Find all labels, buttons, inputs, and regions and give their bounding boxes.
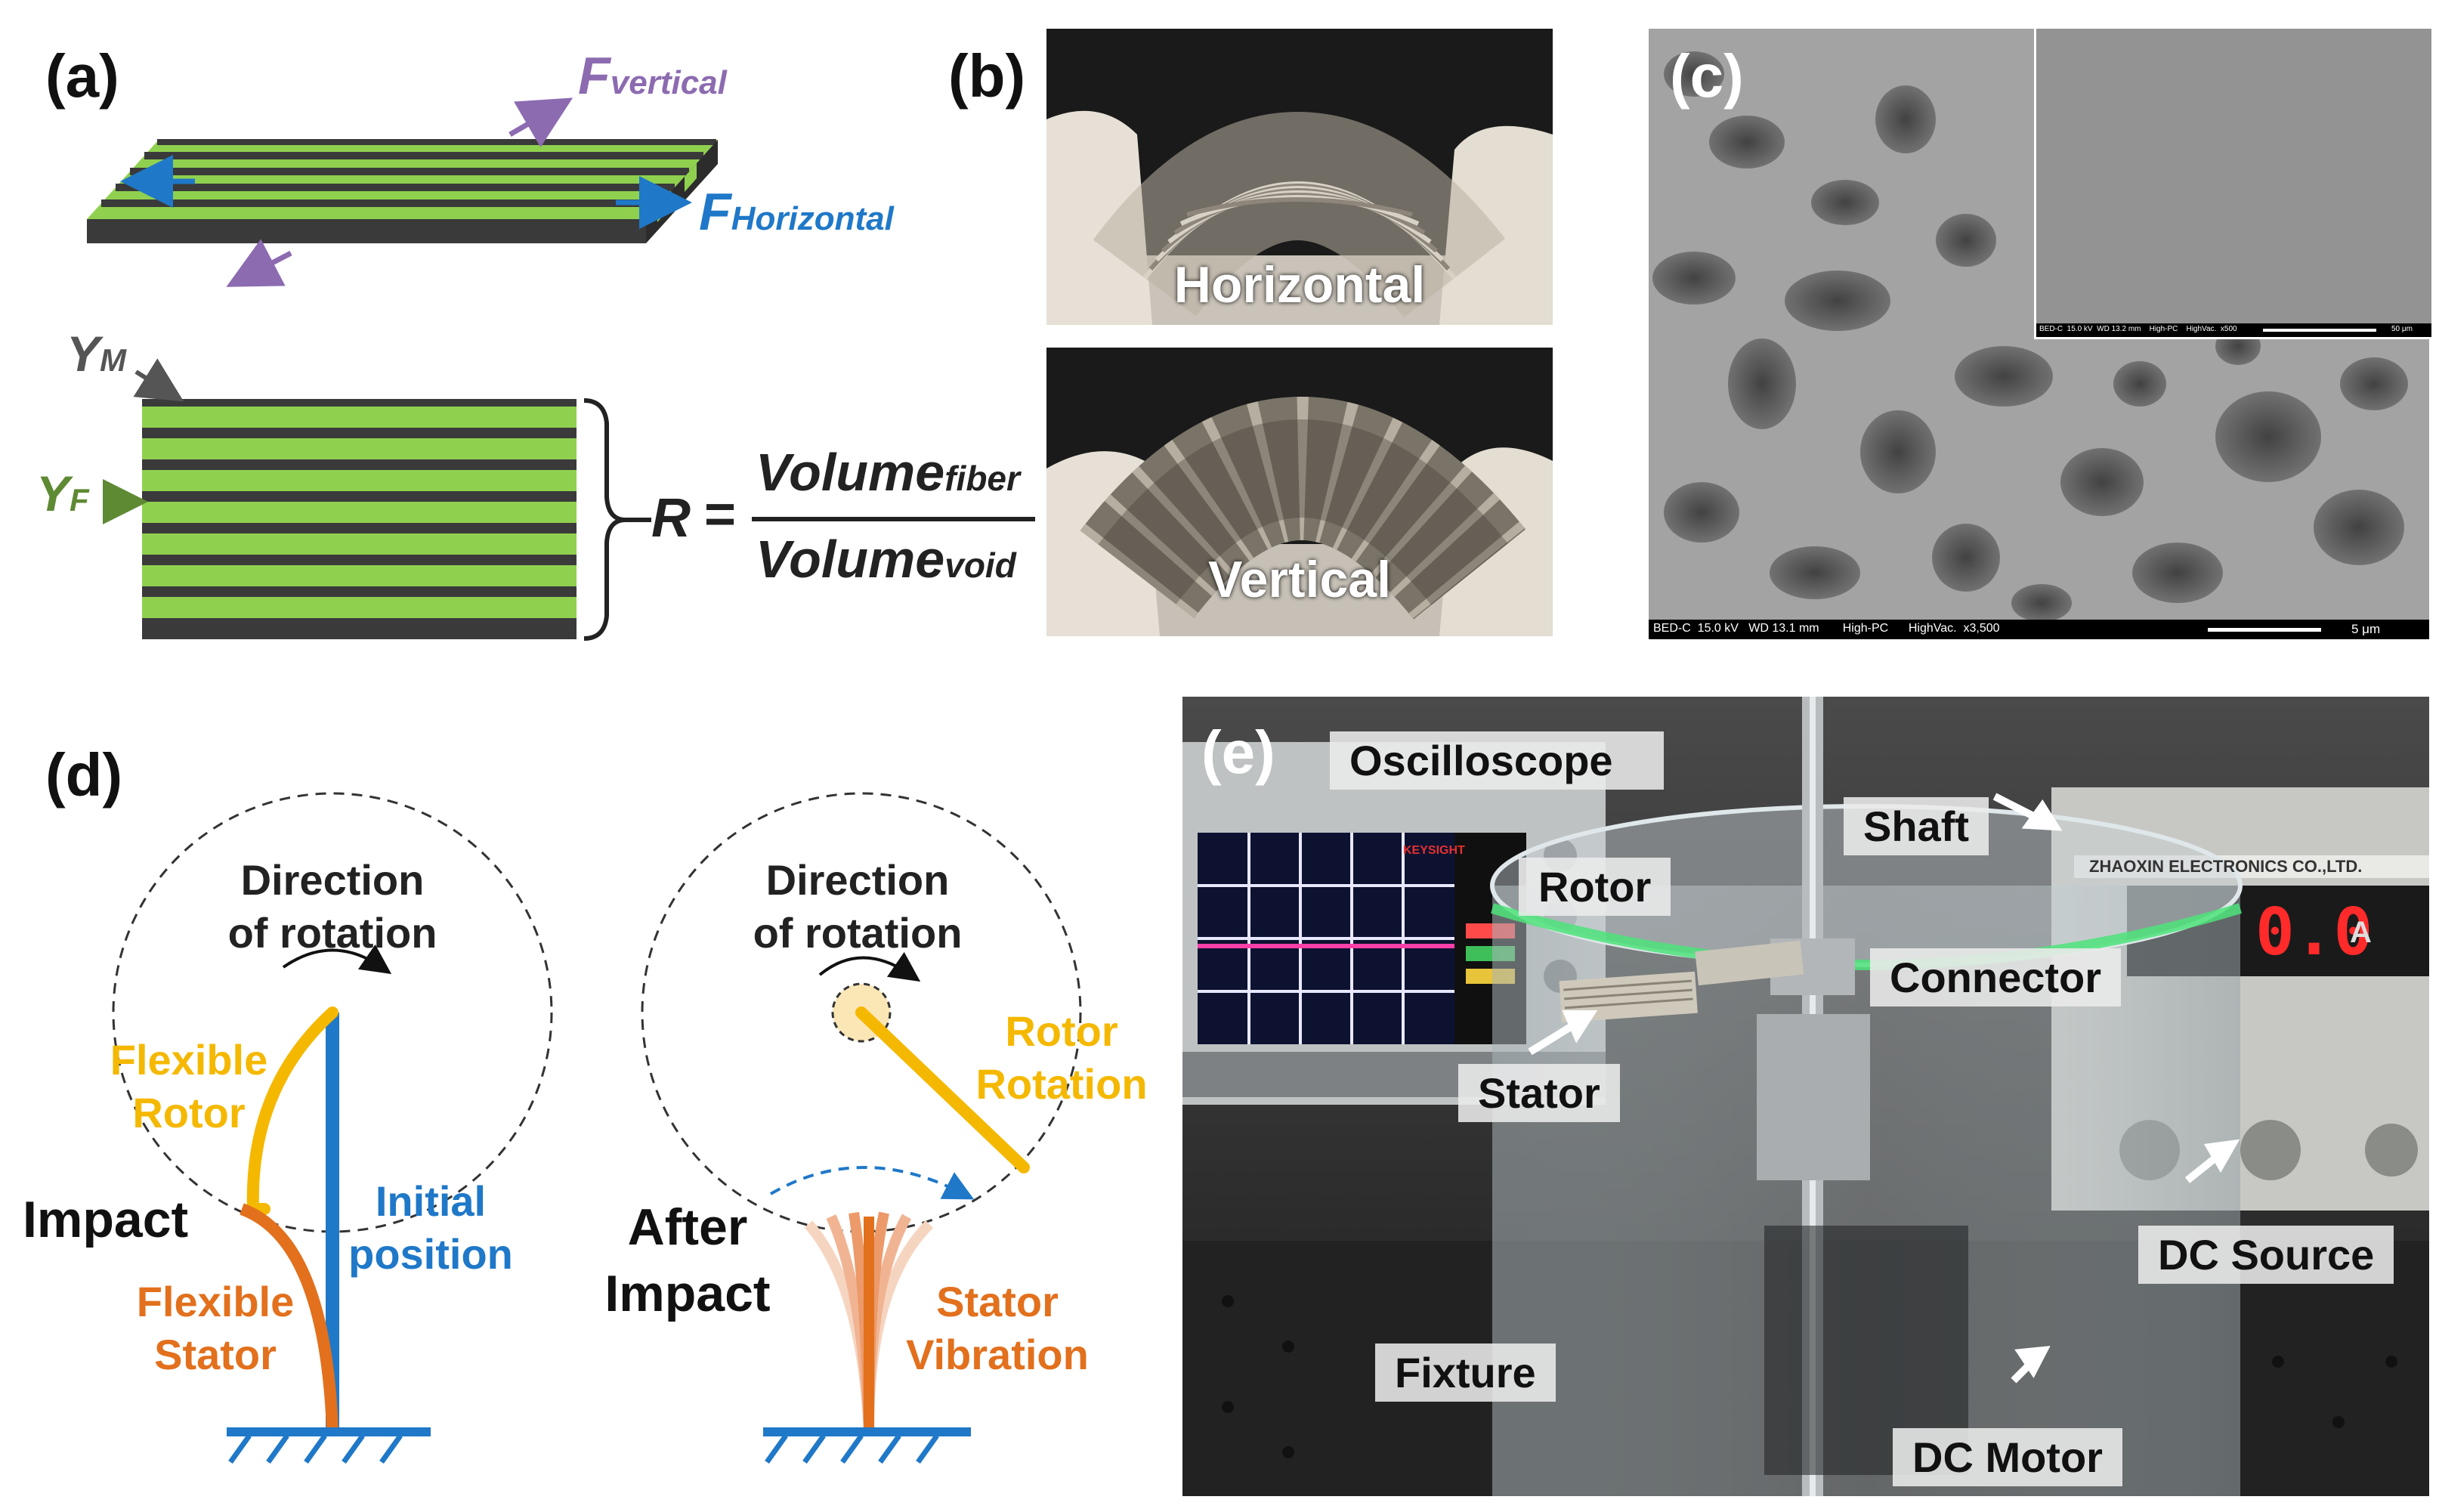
- stator-strip: [1559, 971, 1698, 1023]
- photo-horizontal-graphic: [1046, 29, 1553, 325]
- green-light-rim: [1490, 903, 2243, 970]
- sem-image-inset: BED-C 15.0 kV WD 13.2 mm High-PC HighVac…: [2034, 29, 2431, 339]
- rotor-strip: [1695, 940, 1804, 986]
- callout-dc-motor: DC Motor: [1893, 1428, 2122, 1486]
- r-symbol: R: [651, 488, 691, 549]
- flexible-stator-curve: [240, 1203, 338, 1430]
- right-ground-hatch: [765, 1433, 939, 1464]
- f-horizontal-label: FHorizontal: [699, 182, 894, 241]
- psu-unit: A: [2350, 916, 2372, 949]
- impact-label: Impact: [23, 1191, 189, 1248]
- photo-vertical-graphic: [1046, 348, 1553, 636]
- sem-inset-scale-bar: [2263, 329, 2376, 332]
- brace: [583, 398, 626, 641]
- motor-mount: [1757, 1014, 1870, 1180]
- callout-shaft: Shaft: [1844, 797, 1989, 855]
- panel-label-c: (c): [1670, 42, 1744, 110]
- stator-vibration-fan: [804, 1211, 933, 1430]
- left-rotation-arrow: [282, 944, 392, 975]
- panel-label-b: (b): [948, 42, 1026, 110]
- panel-a-diagram: [87, 97, 1035, 641]
- sem-info-bar: BED-C 15.0 kV WD 13.1 mm High-PC HighVac…: [1649, 620, 2429, 639]
- flexible-rotor-curve: [246, 1006, 338, 1215]
- fraction-denominator: Volumevoid: [756, 530, 1016, 589]
- callout-rotor: Rotor: [1519, 858, 1671, 916]
- f-vertical-arrow-back: [226, 239, 292, 287]
- acrylic-cylinder: [1492, 886, 2240, 1496]
- pointer-arrows: [1528, 793, 2240, 1384]
- right-rotation-circle: [641, 792, 1082, 1233]
- vertical-caption: Vertical: [1208, 551, 1391, 608]
- rotor-rotated-line: [855, 1006, 1030, 1173]
- laminate-slab: [87, 139, 718, 243]
- callout-oscilloscope: Oscilloscope: [1330, 731, 1664, 790]
- callout-dc-source: DC Source: [2138, 1226, 2394, 1284]
- callout-fixture: Fixture: [1375, 1343, 1556, 1402]
- f-vertical-label: Fvertical: [578, 46, 727, 105]
- yf-label: YF: [36, 465, 89, 521]
- callout-connector: Connector: [1870, 948, 2121, 1006]
- equals-sign: =: [704, 484, 737, 545]
- sem-scale-bar: [2208, 628, 2321, 632]
- f-vertical-arrow: [509, 97, 573, 147]
- panel-label-a: (a): [45, 42, 119, 110]
- panel-label-e: (e): [1201, 719, 1275, 786]
- cross-section: [142, 399, 577, 639]
- photo-horizontal-bend: Horizontal: [1046, 29, 1553, 325]
- psu-readout: 0.0: [2255, 895, 2373, 970]
- panel-label-d: (d): [45, 741, 123, 809]
- psu-brand-text: ZHAOXIN ELECTRONICS CO.,LTD.: [2089, 857, 2363, 876]
- panel-d-diagram: [112, 792, 1082, 1464]
- fraction-numerator: Volumefiber: [756, 443, 1020, 502]
- callout-stator: Stator: [1458, 1064, 1620, 1122]
- vibration-arc: [769, 1166, 975, 1200]
- left-rotation-circle: [112, 792, 553, 1233]
- ym-arrow: [133, 358, 184, 402]
- oscilloscope-grid: [1198, 833, 1454, 1044]
- horizontal-caption: Horizontal: [1173, 256, 1426, 314]
- right-rotation-arrow: [818, 951, 921, 982]
- left-ground-hatch: [228, 1433, 403, 1464]
- experimental-setup-photo: KEYSIGHT ZHAOXIN ELECTRONICS CO.,LTD. 0.…: [1182, 697, 2429, 1496]
- ym-label: YM: [66, 326, 127, 382]
- photo-vertical-bend: Vertical: [1046, 348, 1553, 636]
- setup-graphic: [1182, 697, 2429, 1496]
- sem-inset-texture: [2036, 29, 2431, 323]
- scope-brand-text: KEYSIGHT: [1403, 844, 1465, 857]
- sem-inset-info-bar: BED-C 15.0 kV WD 13.2 mm High-PC HighVac…: [2036, 323, 2431, 337]
